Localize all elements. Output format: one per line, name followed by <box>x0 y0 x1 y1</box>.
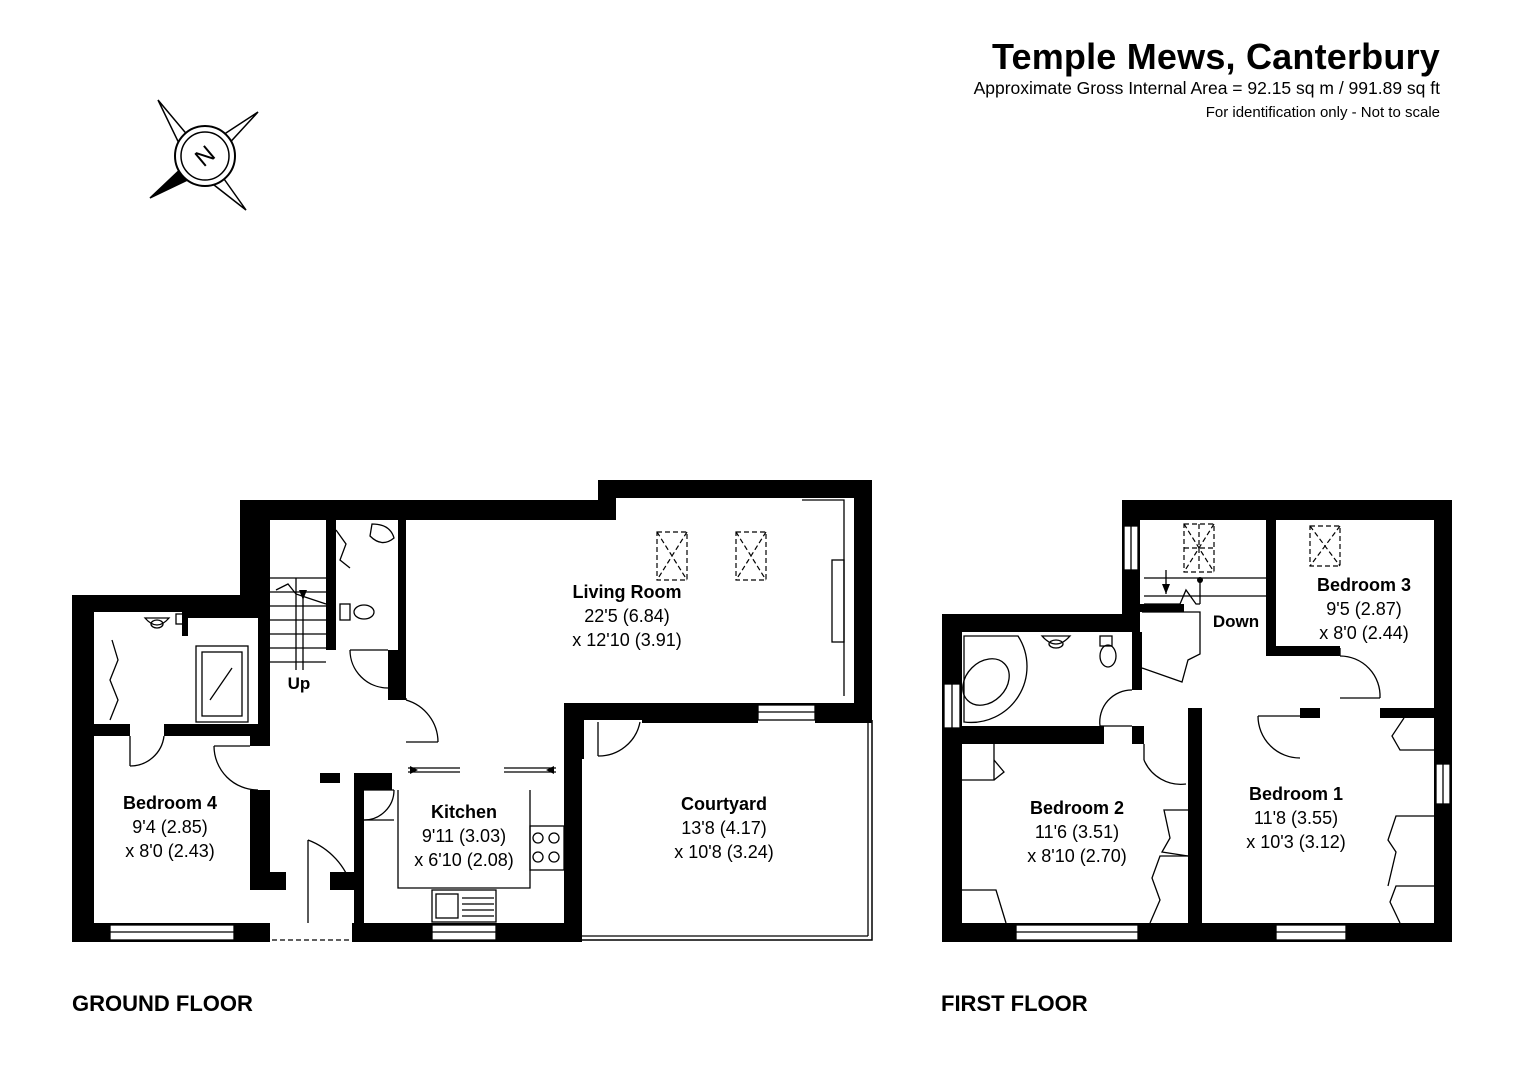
bedroom-3-name: Bedroom 3 <box>1317 575 1411 595</box>
ground-floor-interior-walls <box>94 520 872 923</box>
first-floor-label: FIRST FLOOR <box>941 991 1088 1016</box>
bedroom-2-dim2: x 8'10 (2.70) <box>1027 846 1127 866</box>
scale-disclaimer: For identification only - Not to scale <box>1205 104 1440 121</box>
bedroom-2-name: Bedroom 2 <box>1030 798 1124 818</box>
courtyard-name: Courtyard <box>681 794 767 814</box>
first-floor-interior-walls <box>962 520 1434 923</box>
bedroom-3-dim2: x 8'0 (2.44) <box>1319 623 1408 643</box>
bedroom-4-name: Bedroom 4 <box>123 793 217 813</box>
living-room-dim1: 22'5 (6.84) <box>584 606 670 626</box>
first-stairs-down-label: Down <box>1213 612 1259 631</box>
gross-internal-area: Approximate Gross Internal Area = 92.15 … <box>973 78 1440 98</box>
ground-floor-stairs <box>270 577 327 670</box>
bedroom-1-name: Bedroom 1 <box>1249 784 1343 804</box>
kitchen-dim2: x 6'10 (2.08) <box>414 850 514 870</box>
first-floor-plan: Down Be <box>941 500 1452 1016</box>
ground-stairs-up-label: Up <box>288 674 311 693</box>
bedroom-1-dim1: 11'8 (3.55) <box>1254 808 1338 828</box>
living-room-dim2: x 12'10 (3.91) <box>572 630 682 650</box>
bedroom-2-dim1: 11'6 (3.51) <box>1035 822 1119 842</box>
bedroom-3-dim1: 9'5 (2.87) <box>1326 599 1401 619</box>
kitchen-name: Kitchen <box>431 802 497 822</box>
courtyard-dim2: x 10'8 (3.24) <box>674 842 774 862</box>
kitchen-dim1: 9'11 (3.03) <box>422 826 506 846</box>
courtyard-dim1: 13'8 (4.17) <box>681 818 767 838</box>
living-room-name: Living Room <box>573 582 682 602</box>
ground-floor-label: GROUND FLOOR <box>72 991 253 1016</box>
first-floor-stairs <box>1144 523 1266 605</box>
ground-floor-plan: Up Living Room 22'5 (6.84) x 12'10 (3.91… <box>72 480 873 1016</box>
bedroom-4-dim1: 9'4 (2.85) <box>132 817 207 837</box>
compass-icon: N <box>149 99 259 211</box>
bedroom-1-dim2: x 10'3 (3.12) <box>1246 832 1346 852</box>
bedroom-4-dim2: x 8'0 (2.43) <box>125 841 214 861</box>
plan-title: Temple Mews, Canterbury <box>991 36 1440 77</box>
